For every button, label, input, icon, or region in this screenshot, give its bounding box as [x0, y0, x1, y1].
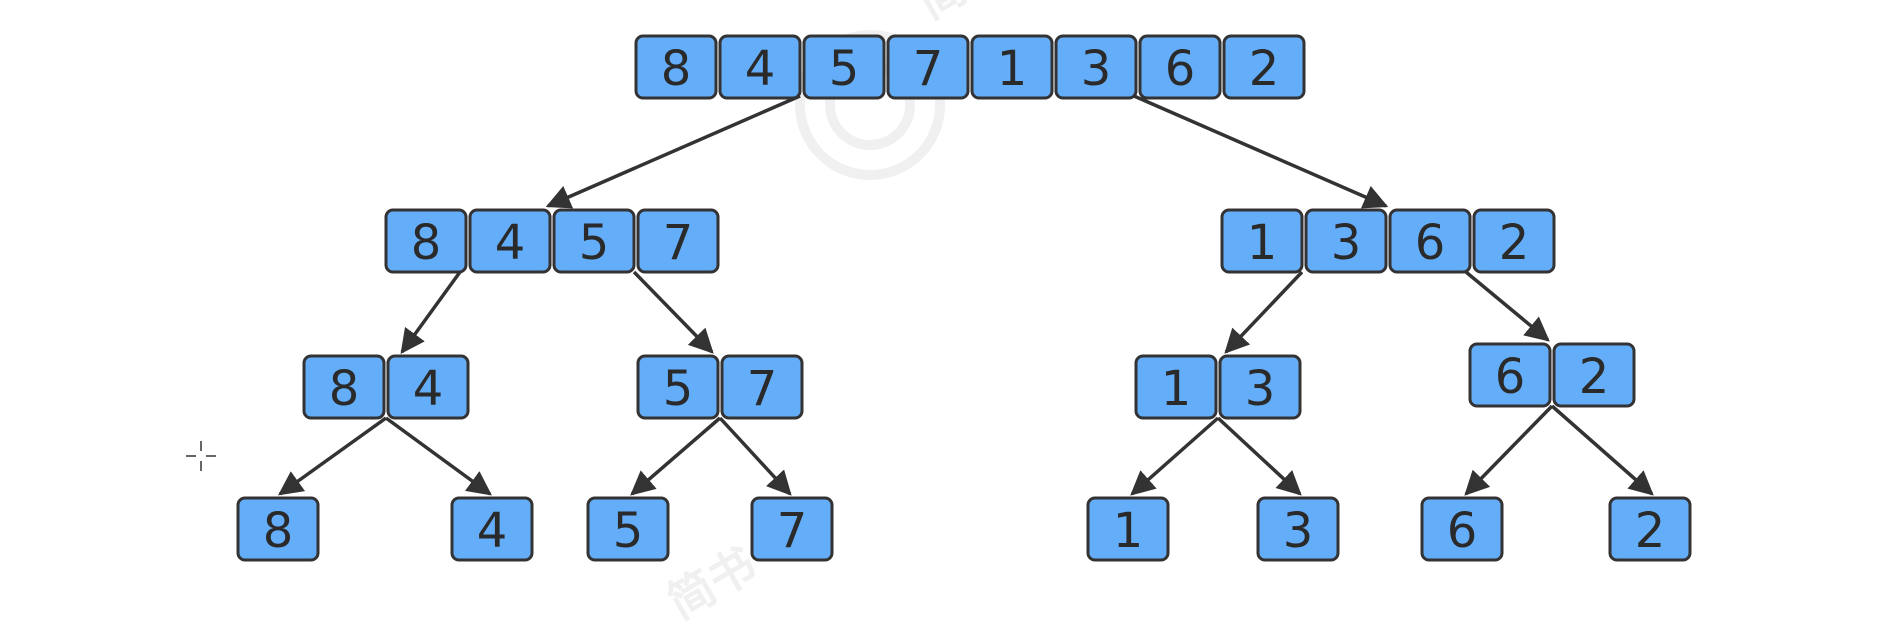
arrow-n3-to-n7: [278, 416, 388, 496]
array-cell-box: [384, 208, 468, 274]
array-cell-box: [1134, 354, 1218, 420]
array-node-n8: 4: [450, 496, 534, 562]
array-node-n14: 2: [1608, 496, 1692, 562]
crosshair-cursor-icon: [186, 441, 216, 471]
array-cell-box: [1138, 34, 1222, 100]
array-cell-value: 1: [1161, 361, 1192, 417]
array-cell-box: [1468, 342, 1552, 408]
array-cell-value: 5: [829, 41, 860, 97]
array-cell-box: [450, 496, 534, 562]
array-cell-value: 1: [997, 41, 1028, 97]
array-cell-value: 2: [1499, 215, 1530, 271]
array-cell-value: 7: [747, 361, 778, 417]
array-cell-box: [720, 354, 804, 420]
array-cell-box: [1420, 496, 1504, 562]
array-node-n13: 6: [1420, 496, 1504, 562]
array-node-n9: 5: [586, 496, 670, 562]
array-cell-value: 3: [1283, 503, 1314, 559]
array-node-n7: 8: [236, 496, 320, 562]
array-cell-box: [1552, 342, 1636, 408]
array-cell-box: [1222, 34, 1306, 100]
array-cell-value: 2: [1249, 41, 1280, 97]
array-cell-value: 3: [1245, 361, 1276, 417]
array-cell-value: 5: [613, 503, 644, 559]
array-cell-box: [236, 496, 320, 562]
array-cell-value: 6: [1165, 41, 1196, 97]
array-node-n10: 7: [750, 496, 834, 562]
array-cell-box: [1086, 496, 1170, 562]
arrow-n5-to-n12: [1216, 416, 1302, 496]
array-cell-value: 8: [329, 361, 360, 417]
array-cell-box: [386, 354, 470, 420]
array-cell-value: 2: [1579, 349, 1610, 405]
array-cell-value: 6: [1415, 215, 1446, 271]
array-cell-box: [750, 496, 834, 562]
array-cell-value: 4: [413, 361, 444, 417]
array-cell-value: 7: [777, 503, 808, 559]
array-cell-value: 3: [1331, 215, 1362, 271]
array-cell-value: 3: [1081, 41, 1112, 97]
arrow-n6-to-n13: [1464, 404, 1554, 496]
array-cell-value: 8: [661, 41, 692, 97]
arrow-n1-to-n4: [632, 270, 714, 354]
array-node-n12: 3: [1256, 496, 1340, 562]
arrow-n4-to-n10: [718, 416, 792, 496]
arrow-n2-to-n5: [1224, 270, 1304, 354]
array-cell-value: 1: [1247, 215, 1278, 271]
array-cell-value: 2: [1635, 503, 1666, 559]
array-node-n11: 1: [1086, 496, 1170, 562]
arrow-n4-to-n9: [630, 416, 722, 496]
array-cell-value: 7: [913, 41, 944, 97]
array-cell-value: 4: [495, 215, 526, 271]
array-cell-value: 5: [663, 361, 694, 417]
array-cell-value: 4: [745, 41, 776, 97]
arrow-n3-to-n8: [384, 416, 492, 496]
array-cell-value: 8: [263, 503, 294, 559]
array-cell-box: [586, 496, 670, 562]
array-cell-box: [970, 34, 1054, 100]
array-cell-box: [1256, 496, 1340, 562]
arrow-n6-to-n14: [1550, 404, 1654, 496]
array-cell-value: 4: [477, 503, 508, 559]
array-cell-box: [634, 34, 718, 100]
array-cell-box: [1220, 208, 1304, 274]
edges-layer: [278, 94, 1654, 496]
array-cell-value: 8: [411, 215, 442, 271]
arrow-n2-to-n6: [1464, 270, 1550, 342]
arrow-n0-to-n2: [1133, 94, 1389, 209]
array-cell-box: [1472, 208, 1556, 274]
array-cell-box: [552, 208, 636, 274]
array-cell-box: [1388, 208, 1472, 274]
array-cell-box: [1218, 354, 1302, 420]
array-cell-box: [468, 208, 552, 274]
array-cell-box: [1054, 34, 1138, 100]
arrow-n5-to-n11: [1130, 416, 1220, 496]
array-cell-value: 5: [579, 215, 610, 271]
array-cell-box: [636, 354, 720, 420]
array-cell-box: [1608, 496, 1692, 562]
array-cell-value: 7: [663, 215, 694, 271]
array-cell-value: 6: [1447, 503, 1478, 559]
array-cell-box: [718, 34, 802, 100]
svg-text:简书: 简书: [659, 537, 766, 626]
array-cell-box: [802, 34, 886, 100]
array-cell-box: [1304, 208, 1388, 274]
arrow-n1-to-n3: [400, 270, 462, 354]
arrow-n0-to-n1: [545, 94, 801, 209]
svg-text:简书: 简书: [909, 0, 1016, 30]
array-cell-box: [636, 208, 720, 274]
array-cell-box: [302, 354, 386, 420]
array-cell-value: 6: [1495, 349, 1526, 405]
array-cell-box: [886, 34, 970, 100]
array-cell-value: 1: [1113, 503, 1144, 559]
